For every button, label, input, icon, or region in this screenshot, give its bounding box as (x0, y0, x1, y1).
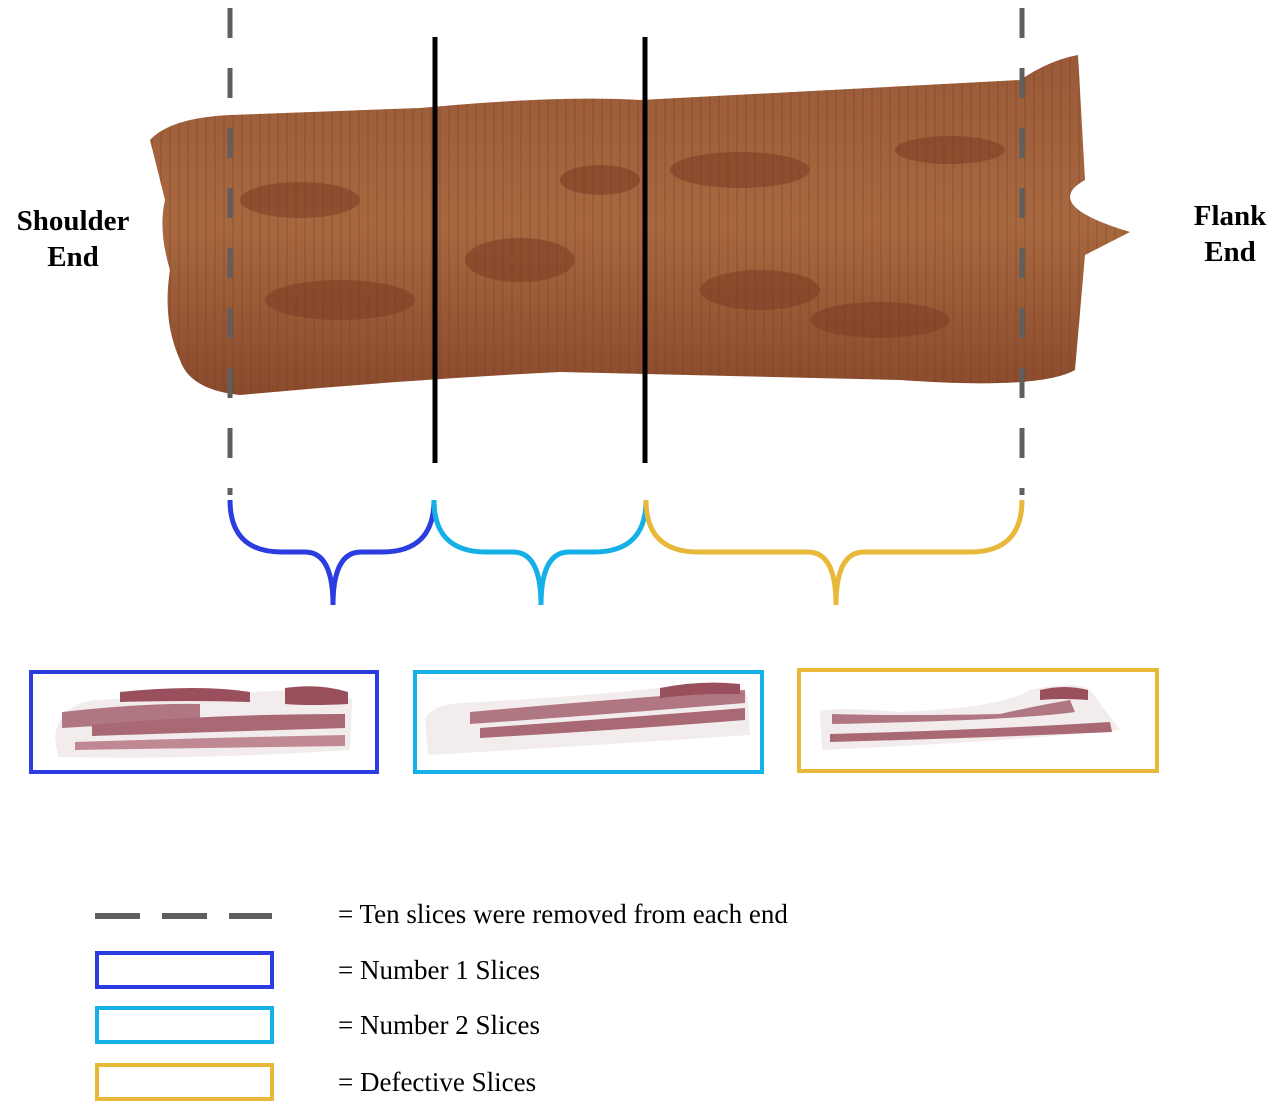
flank-end-label-line2: End (1170, 234, 1287, 270)
legend-text-number1: = Number 1 Slices (338, 955, 540, 986)
legend-text-defective: = Defective Slices (338, 1067, 536, 1098)
legend-symbol-number2 (97, 1008, 272, 1042)
shoulder-end-label: Shoulder End (8, 203, 138, 275)
legend-symbol-defective (97, 1065, 272, 1099)
slice-box-number1 (31, 672, 377, 772)
brace-defective (646, 500, 1022, 605)
legend-symbol-number1 (97, 953, 272, 987)
legend-text-number2: = Number 2 Slices (338, 1010, 540, 1041)
shoulder-end-label-line2: End (8, 239, 138, 275)
legend-text-removed: = Ten slices were removed from each end (338, 899, 788, 930)
flank-end-label-line1: Flank (1170, 198, 1287, 234)
brace-number1 (230, 500, 434, 605)
slice-box-defective (799, 670, 1157, 771)
flank-end-label: Flank End (1170, 198, 1287, 270)
slice-box-number2 (415, 672, 762, 772)
brace-number2 (434, 500, 646, 605)
belly-slice-texture (150, 55, 1130, 395)
pork-belly-slab (150, 55, 1130, 395)
shoulder-end-label-line1: Shoulder (8, 203, 138, 239)
